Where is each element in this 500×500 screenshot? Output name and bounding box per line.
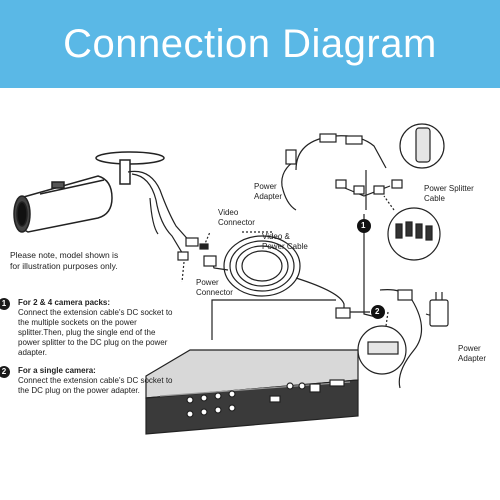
- power-adapter-right: [429, 292, 449, 327]
- step-1-heading: For 2 & 4 camera packs:: [18, 298, 111, 307]
- callout-badge-2: [371, 305, 385, 319]
- page-title: Connection Diagram: [63, 22, 437, 66]
- power-connector-label: Power Connector: [196, 278, 233, 297]
- step-2-number: 2: [0, 366, 10, 378]
- power-splitter: [281, 133, 403, 211]
- illustration-note: Please note, model shown is for illustra…: [10, 250, 119, 271]
- power-adapter-left-label: Power Adapter: [254, 182, 283, 201]
- step-2-text: Connect the extension cable's DC socket …: [18, 376, 173, 395]
- callout-number-1: 1: [361, 221, 366, 230]
- bullet-camera: [13, 151, 165, 233]
- video-power-cable-label: Video & Power Cable: [262, 232, 308, 251]
- step-2: 2 For a single camera: Connect the exten…: [0, 366, 174, 396]
- step-1-text: Connect the extension cable's DC socket …: [18, 308, 173, 357]
- step-1-number: 1: [0, 298, 10, 310]
- power-adapter-right-label: Power Adapter: [458, 344, 487, 363]
- callout-badge-1: [357, 219, 371, 233]
- step-1: 1 For 2 & 4 camera packs: Connect the ex…: [0, 298, 174, 358]
- callout-number-2: 2: [375, 307, 380, 316]
- zoom-callouts: [357, 123, 445, 375]
- step-2-heading: For a single camera:: [18, 366, 96, 375]
- dvr-recorder: [145, 349, 359, 435]
- title-banner: Connection Diagram: [0, 0, 500, 88]
- video-connector-label: Video Connector: [218, 208, 255, 227]
- camera-cables: [127, 170, 211, 283]
- extension-cable-coil: [203, 231, 351, 319]
- power-splitter-cable-label: Power Splitter Cable: [424, 184, 474, 203]
